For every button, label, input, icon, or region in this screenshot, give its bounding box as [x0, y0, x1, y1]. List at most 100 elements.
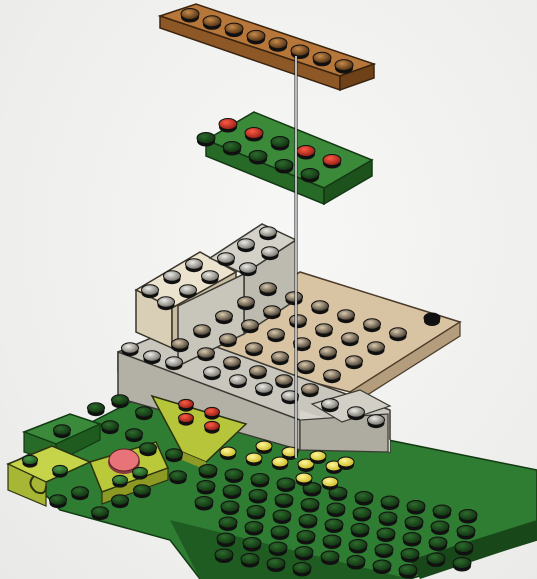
green-stud: [295, 547, 313, 561]
yellow-stud: [338, 457, 354, 470]
green-red-plate: [197, 112, 372, 204]
green-stud: [267, 558, 285, 572]
green-stud: [241, 554, 259, 568]
red-stud: [219, 119, 237, 133]
cream-stud: [164, 271, 181, 284]
green-stud: [217, 533, 235, 547]
grey-stud: [262, 247, 279, 260]
green-stud: [23, 455, 38, 467]
grey-stud: [218, 253, 235, 266]
green-stud: [277, 478, 295, 492]
green-stud: [88, 403, 105, 416]
tan-stud: [390, 328, 407, 341]
green-stud: [53, 465, 68, 477]
grey-stud: [230, 375, 247, 388]
tan-stud: [268, 329, 285, 342]
green-stud: [347, 556, 365, 570]
brown-stud: [225, 23, 243, 37]
tan-stud: [346, 356, 363, 369]
cream-stud: [158, 297, 175, 310]
green-stud: [375, 544, 393, 558]
red-stud: [205, 421, 220, 433]
tan-stud: [298, 361, 315, 374]
green-stud: [92, 507, 109, 520]
green-stud: [195, 497, 213, 511]
green-stud: [113, 475, 128, 487]
green-stud: [136, 407, 153, 420]
cream-stud: [142, 285, 159, 298]
tan-stud: [286, 292, 303, 305]
green-stud: [275, 160, 293, 174]
tan-stud: [338, 310, 355, 323]
green-stud: [225, 469, 243, 483]
brown-plate: [160, 4, 374, 90]
tan-stud: [224, 357, 241, 370]
green-stud: [275, 494, 293, 508]
brown-stud: [269, 38, 287, 52]
green-stud: [166, 449, 183, 462]
red-stud: [245, 128, 263, 142]
grey-stud: [322, 399, 339, 412]
tan-stud: [302, 384, 319, 397]
green-stud: [321, 551, 339, 565]
yellow-stud: [310, 451, 326, 464]
yellow-stud: [296, 473, 312, 486]
tan-stud: [194, 325, 211, 338]
green-stud: [299, 515, 317, 529]
green-stud: [325, 519, 343, 533]
green-stud: [215, 549, 233, 563]
green-stud: [112, 395, 129, 408]
green-stud: [323, 535, 341, 549]
tan-stud: [342, 333, 359, 346]
yellow-stud: [220, 447, 236, 460]
brown-stud: [291, 45, 309, 59]
tan-stud: [172, 339, 189, 352]
green-stud: [405, 517, 423, 531]
green-stud: [112, 495, 129, 508]
green-stud: [134, 485, 151, 498]
green-stud: [379, 512, 397, 526]
assembled-base: [8, 224, 537, 579]
brown-stud: [335, 60, 353, 74]
tan-stud: [260, 283, 277, 296]
red-stud: [205, 407, 220, 419]
green-stud: [54, 425, 71, 438]
green-stud: [433, 505, 451, 519]
green-stud: [269, 542, 287, 556]
tan-stud: [242, 320, 259, 333]
green-stud: [399, 565, 417, 579]
tan-stud: [368, 342, 385, 355]
tan-stud: [276, 375, 293, 388]
green-stud: [249, 490, 267, 504]
green-stud: [197, 133, 215, 147]
grey-stud: [256, 383, 273, 396]
green-stud: [431, 521, 449, 535]
green-stud: [457, 526, 475, 540]
green-stud: [297, 531, 315, 545]
green-stud: [219, 517, 237, 531]
tan-stud: [316, 324, 333, 337]
green-stud: [170, 471, 187, 484]
green-stud: [403, 533, 421, 547]
green-stud: [351, 524, 369, 538]
tan-stud: [320, 347, 337, 360]
red-stud: [179, 413, 194, 425]
green-stud: [249, 151, 267, 165]
red-stud: [179, 399, 194, 411]
tan-stud: [364, 319, 381, 332]
green-stud: [401, 549, 419, 563]
green-stud: [459, 510, 477, 524]
green-stud: [301, 499, 319, 513]
green-stud: [223, 485, 241, 499]
green-stud: [381, 496, 399, 510]
green-stud: [301, 169, 319, 183]
brown-stud: [313, 52, 331, 66]
red-stud: [297, 146, 315, 160]
green-stud: [102, 421, 119, 434]
green-stud: [245, 522, 263, 536]
green-stud: [271, 137, 289, 151]
brown-stud: [181, 9, 199, 23]
cream-stud: [202, 271, 219, 284]
cream-stud: [180, 285, 197, 298]
